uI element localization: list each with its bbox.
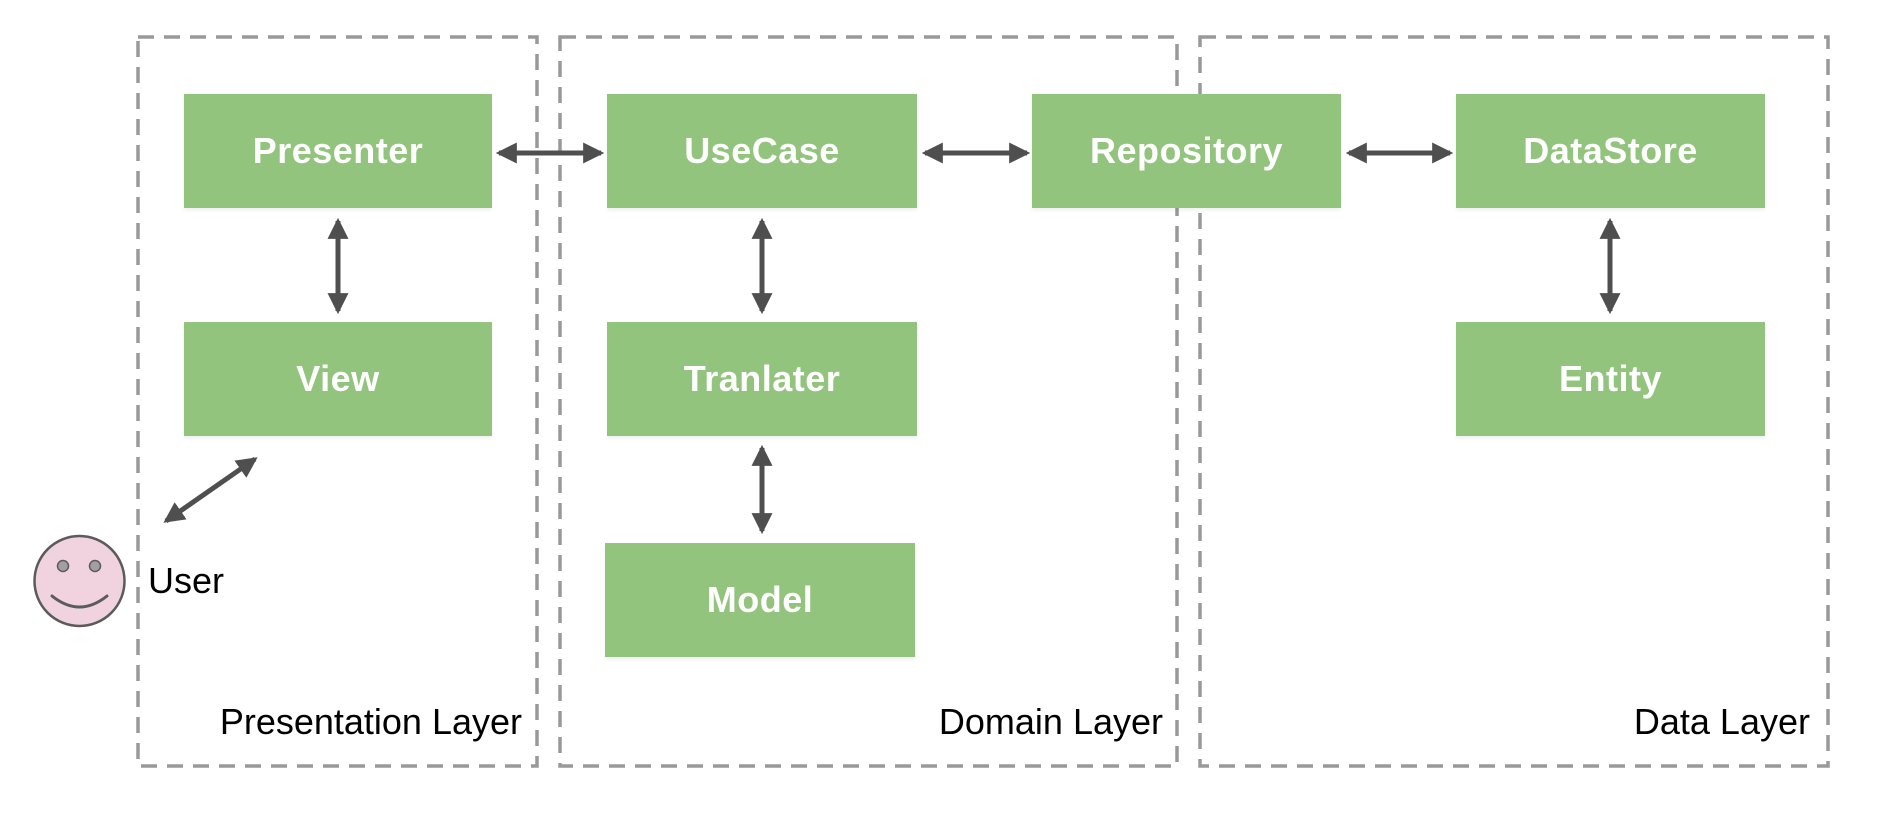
node-view: View (184, 322, 492, 436)
node-entity: Entity (1456, 322, 1765, 436)
node-tranlater: Tranlater (607, 322, 917, 436)
domain-layer-border (558, 35, 1179, 768)
node-model: Model (605, 543, 915, 657)
node-entity-label: Entity (1558, 358, 1662, 399)
user-face-smile (50, 594, 109, 609)
node-tranlater-label: Tranlater (683, 358, 841, 399)
node-presenter-label: Presenter (252, 130, 424, 171)
arrows (163, 142, 1621, 535)
data-layer-label: Data Layer (1633, 701, 1810, 742)
user-label: User (148, 560, 225, 601)
node-model-label: Model (706, 579, 814, 620)
node-view-label: View (296, 358, 380, 399)
presentation-layer-border (136, 35, 539, 768)
node-datastore: DataStore (1456, 94, 1765, 208)
node-presenter: Presenter (184, 94, 492, 208)
data-layer-border (1198, 35, 1830, 768)
node-usecase: UseCase (607, 94, 917, 208)
node-repository-label: Repository (1089, 130, 1284, 171)
node-repository: Repository (1032, 94, 1341, 208)
domain-layer-label: Domain Layer (938, 701, 1163, 742)
user-face-head (33, 534, 126, 628)
node-datastore-label: DataStore (1523, 130, 1698, 171)
presentation-layer-label: Presentation Layer (219, 701, 522, 742)
arrow-user-view (163, 456, 258, 524)
user-face-icon (33, 534, 126, 628)
user-face-left-eye (56, 559, 70, 573)
node-usecase-label: UseCase (684, 130, 840, 171)
user-face-right-eye (88, 559, 102, 573)
